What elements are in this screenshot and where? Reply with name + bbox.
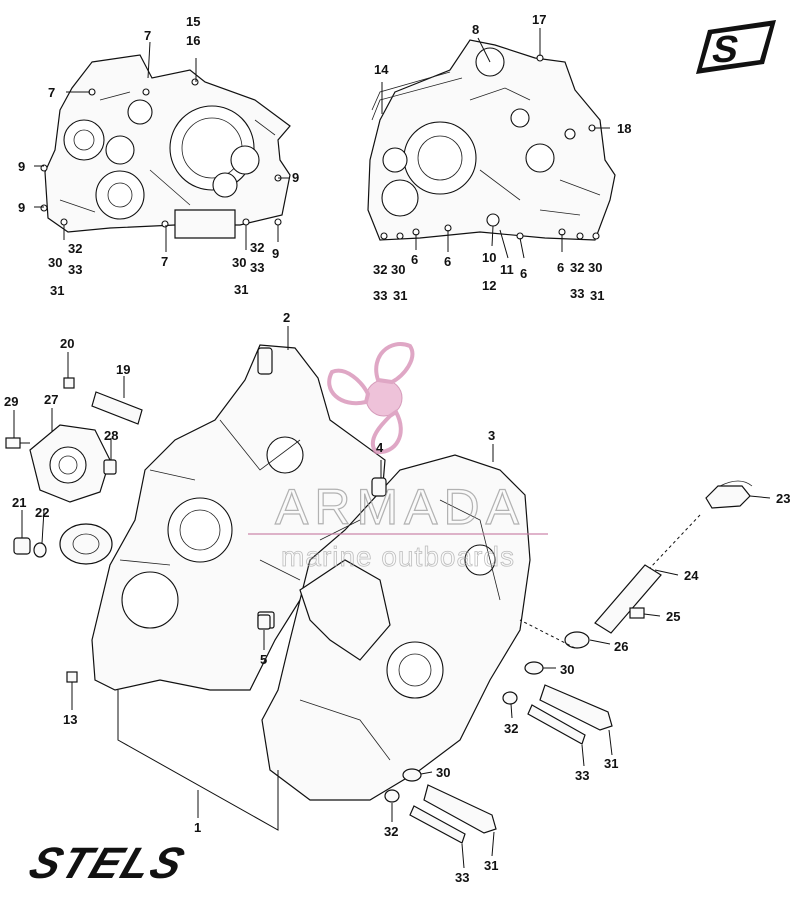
callout-7a: 7 (144, 28, 151, 43)
callout-33d: 33 (570, 286, 584, 301)
callout-11: 11 (500, 262, 514, 277)
callout-5: 5 (260, 652, 267, 667)
callout-7c: 7 (161, 254, 168, 269)
callout-31f: 31 (484, 858, 498, 873)
callout-15: 15 (186, 14, 200, 29)
callout-19: 19 (116, 362, 130, 377)
callout-31c: 31 (393, 288, 407, 303)
callout-23: 23 (776, 491, 790, 506)
callout-13: 13 (63, 712, 77, 727)
callout-20: 20 (60, 336, 74, 351)
callout-31d: 31 (590, 288, 604, 303)
callout-6a: 6 (411, 252, 418, 267)
callout-32f: 32 (384, 824, 398, 839)
callout-12: 12 (482, 278, 496, 293)
callout-30a: 30 (48, 255, 62, 270)
callout-32a: 32 (68, 241, 82, 256)
callout-21: 21 (12, 495, 26, 510)
callout-30f: 30 (436, 765, 450, 780)
stels-logo: STELS (23, 838, 193, 887)
leader-lines (13, 28, 771, 869)
callout-17: 17 (532, 12, 546, 27)
watermark-name: ARMADA (275, 479, 525, 535)
callout-31e: 31 (604, 756, 618, 771)
callout-6c: 6 (520, 266, 527, 281)
callout-9d: 9 (272, 246, 279, 261)
callout-26: 26 (614, 639, 628, 654)
callout-2: 2 (283, 310, 290, 325)
crankcase-left-outer-view (40, 54, 291, 239)
armada-watermark: ARMADA marine outboards (248, 342, 548, 572)
callout-32d: 32 (570, 260, 584, 275)
callout-7b: 7 (48, 85, 55, 100)
callout-32e: 32 (504, 721, 518, 736)
callout-9c: 9 (292, 170, 299, 185)
callout-28: 28 (104, 428, 118, 443)
callout-30b: 30 (232, 255, 246, 270)
watermark-tagline: marine outboards (281, 541, 515, 572)
callout-31a: 31 (50, 283, 64, 298)
callout-22: 22 (35, 505, 49, 520)
callout-33c: 33 (373, 288, 387, 303)
callout-18: 18 (617, 121, 631, 136)
crankcase-main-assembly (5, 344, 753, 844)
callout-9b: 9 (18, 200, 25, 215)
callout-30e: 30 (560, 662, 574, 677)
callout-33f: 33 (455, 870, 469, 885)
callout-8: 8 (472, 22, 479, 37)
stels-logo-text: STELS (23, 838, 193, 887)
callout-1: 1 (194, 820, 201, 835)
callout-10: 10 (482, 250, 496, 265)
callout-32b: 32 (250, 240, 264, 255)
propeller-logo (327, 342, 415, 455)
callout-33b: 33 (250, 260, 264, 275)
callout-31b: 31 (234, 282, 248, 297)
callout-33e: 33 (575, 768, 589, 783)
callout-29: 29 (4, 394, 18, 409)
callout-4: 4 (376, 440, 384, 455)
callout-25: 25 (666, 609, 680, 624)
callout-numbers: 1 2 3 4 5 6 6 6 6 7 7 7 8 9 9 9 9 10 11 … (4, 12, 790, 885)
callout-9a: 9 (18, 159, 25, 174)
callout-32c: 32 (373, 262, 387, 277)
callout-14: 14 (374, 62, 389, 77)
callout-24: 24 (684, 568, 699, 583)
suzuki-s-badge: S (696, 20, 776, 74)
callout-6b: 6 (444, 254, 451, 269)
crankcase-right-outer-view (367, 39, 616, 241)
callout-30c: 30 (391, 262, 405, 277)
callout-16: 16 (186, 33, 200, 48)
callout-33a: 33 (68, 262, 82, 277)
callout-27: 27 (44, 392, 58, 407)
callout-6d: 6 (557, 260, 564, 275)
callout-3: 3 (488, 428, 495, 443)
callout-30d: 30 (588, 260, 602, 275)
